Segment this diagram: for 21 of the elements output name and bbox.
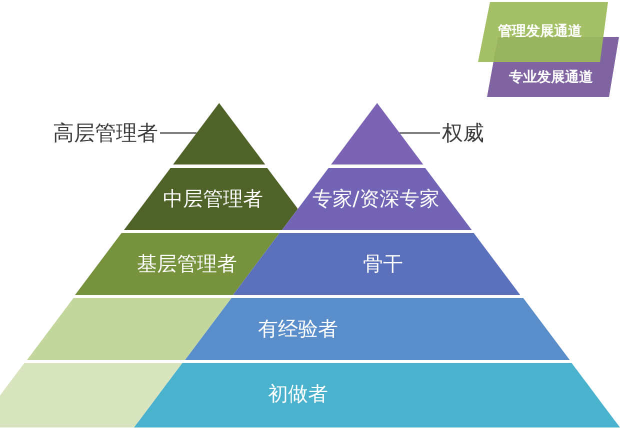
leader-line — [160, 132, 196, 134]
level-label: 高层管理者 — [53, 120, 158, 146]
pyramid-tier — [282, 168, 472, 230]
tier-label: 初做者 — [268, 382, 328, 406]
pyramid-tier — [184, 298, 570, 360]
tier-label: 骨干 — [363, 252, 403, 276]
tier-label: 专家/资深专家 — [312, 188, 440, 210]
tier-label: 中层管理者 — [163, 188, 263, 210]
level-label: 权威 — [442, 120, 484, 146]
pyramid-top — [172, 103, 266, 164]
pyramid-tier — [75, 232, 280, 294]
legend-label: 管理发展通道 — [498, 24, 582, 40]
pyramid-tier — [0, 362, 182, 427]
tier-label: 有经验者 — [258, 318, 338, 340]
legend-label: 专业发展通道 — [509, 70, 593, 86]
pyramid-tier — [124, 168, 298, 230]
pyramid-top — [330, 103, 424, 164]
leader-line — [400, 132, 440, 134]
pyramid-tier — [134, 362, 620, 427]
pyramid-tier — [26, 298, 232, 360]
tier-label: 基层管理者 — [137, 252, 237, 276]
